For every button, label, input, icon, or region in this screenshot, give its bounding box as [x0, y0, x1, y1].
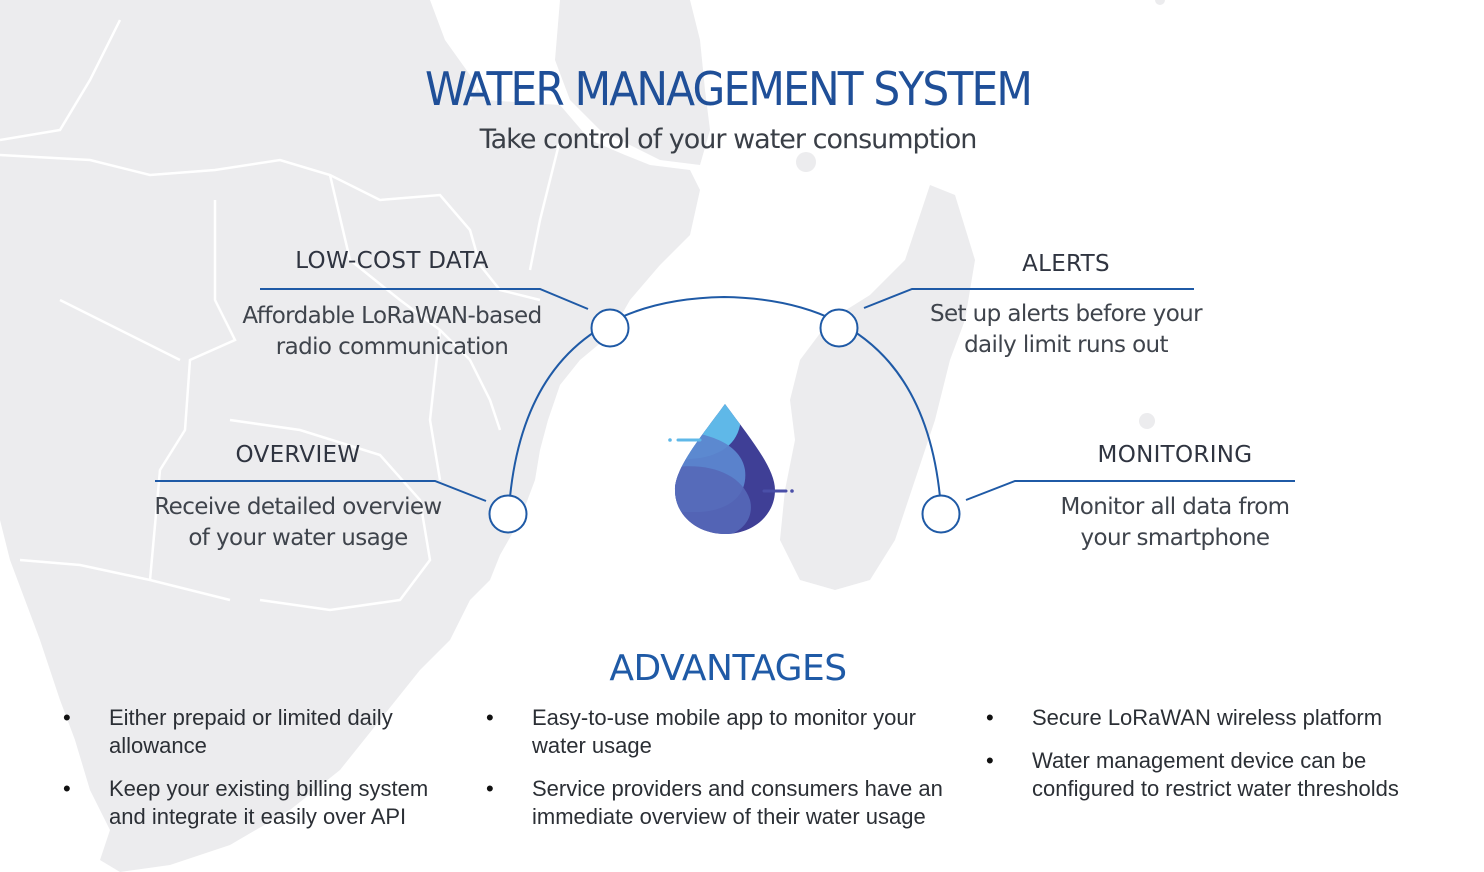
feature-desc-alerts: Set up alerts before your daily limit ru… — [929, 301, 1203, 358]
bullet-icon: • — [63, 705, 71, 730]
page-title: WATER MANAGEMENT SYSTEM — [424, 62, 1033, 116]
advantage-item: •Water management device can be configur… — [986, 748, 1399, 801]
leader-line-alerts — [863, 288, 1194, 309]
bullet-icon: • — [986, 748, 994, 773]
advantages-column-2: •Easy-to-use mobile app to monitor your … — [486, 704, 972, 846]
leader-line-monitoring — [965, 480, 1295, 501]
bullet-icon: • — [486, 776, 494, 801]
feature-arc — [509, 295, 941, 498]
bullet-icon: • — [63, 776, 71, 801]
node-alerts — [819, 308, 859, 348]
leader-line-overview — [155, 480, 487, 502]
feature-desc-overview: Receive detailed overview of your water … — [154, 494, 442, 551]
bullet-icon: • — [986, 705, 994, 730]
bullet-icon: • — [486, 705, 494, 730]
map-madagascar — [780, 185, 975, 590]
advantages-title: ADVANTAGES — [609, 648, 847, 689]
advantage-item: •Easy-to-use mobile app to monitor your … — [486, 705, 916, 758]
advantages-column-1: •Either prepaid or limited daily allowan… — [63, 704, 459, 846]
water-drop-icon — [668, 404, 794, 534]
leader-line-low-cost — [260, 288, 589, 310]
feature-title-alerts: ALERTS — [1022, 251, 1110, 277]
feature-desc-low-cost: Affordable LoRaWAN-based radio communica… — [242, 303, 542, 360]
map-northeast — [555, 0, 710, 165]
advantage-item: •Either prepaid or limited daily allowan… — [63, 705, 393, 758]
page-subtitle: Take control of your water consumption — [479, 124, 978, 155]
advantages-column-3: •Secure LoRaWAN wireless platform •Water… — [986, 704, 1412, 818]
feature-title-monitoring: MONITORING — [1097, 442, 1253, 468]
node-low-cost — [590, 308, 630, 348]
advantage-item: •Secure LoRaWAN wireless platform — [986, 705, 1383, 730]
feature-title-overview: OVERVIEW — [235, 442, 361, 468]
node-monitoring — [921, 494, 961, 534]
advantage-item: •Keep your existing billing system and i… — [63, 776, 429, 829]
map-mainland — [0, 0, 700, 872]
feature-title-low-cost: LOW-COST DATA — [295, 248, 489, 274]
node-overview — [488, 494, 528, 534]
feature-desc-monitoring: Monitor all data from your smartphone — [1060, 494, 1291, 551]
advantage-item: •Service providers and consumers have an… — [486, 776, 943, 829]
